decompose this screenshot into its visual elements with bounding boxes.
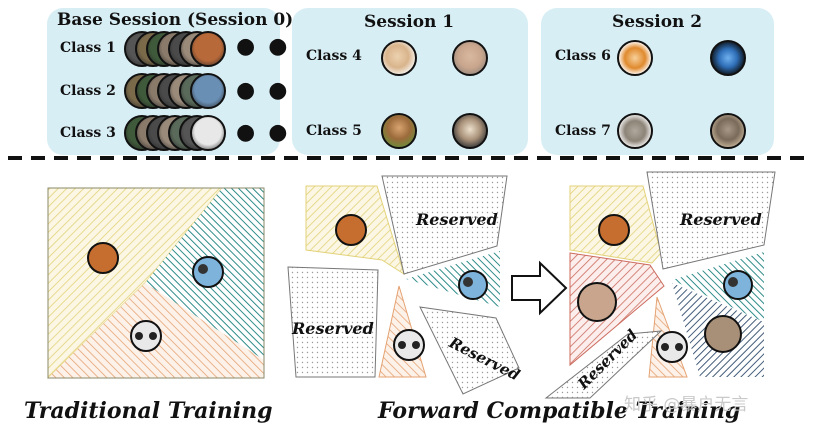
class-2-label: Class 2 [60,83,116,99]
arrow-icon [511,260,568,316]
bird-class-image [458,270,488,300]
class-3-image-stack [124,115,234,151]
class-7-elephant-image-a [617,113,653,149]
traditional-training-caption: Traditional Training [24,398,273,424]
panda-eye [412,341,420,349]
class-2-sample-image [190,73,226,109]
base-session-title: Base Session (Session 0) [57,10,294,30]
class-2-image-stack [124,73,234,109]
watermark: 知乎 @暴户无言 [624,395,749,415]
panda-eye [149,332,157,340]
panda-eye [675,343,683,351]
dog-class-image [704,315,742,353]
class-4-cat-image-b [452,40,488,76]
panda-class-image [656,331,688,363]
tiger-class-image [598,214,630,246]
bird-class-image [192,256,224,288]
panda-class-image [393,329,425,361]
class-4-label: Class 4 [306,48,362,64]
class-1-sample-image [190,31,226,67]
class-6-butterfly-image-a [617,40,653,76]
bird-body [198,264,208,274]
bird-body [728,277,738,287]
class-6-label: Class 6 [555,48,611,64]
tiger-class-image [87,242,119,274]
class-1-image-stack [124,31,234,67]
panda-eye [135,332,143,340]
class-5-dog-image-b [452,113,488,149]
class-3-sample-image [190,115,226,151]
session-2-title: Session 2 [612,12,703,32]
more-dots-row-3: ● ● [236,120,291,145]
traditional-feature-space [47,187,265,380]
panda-eye [661,343,669,351]
more-dots-row-2: ● ● [236,78,291,103]
class-6-butterfly-image-b [710,40,746,76]
class-1-label: Class 1 [60,40,116,56]
reserved-label-4: Reserved [679,210,762,229]
bird-body [463,277,473,287]
class-7-elephant-image-b [710,113,746,149]
class-7-label: Class 7 [555,123,611,139]
session-1-title: Session 1 [364,12,455,32]
class-5-dog-image-a [381,113,417,149]
panda-eye [398,341,406,349]
class-5-label: Class 5 [306,123,362,139]
tiger-class-image [335,214,367,246]
cat-class-image [577,282,617,322]
more-dots-row-1: ● ● [236,34,291,59]
panda-class-image [130,320,162,352]
class-4-cat-image-a [381,40,417,76]
forward-initial-feature-space [287,175,520,395]
reserved-label-2: Reserved [291,319,374,338]
forward-compatible-training-caption: Forward Compatible Training [378,398,741,424]
bird-class-image [723,270,753,300]
reserved-label-1: Reserved [415,210,498,229]
class-3-label: Class 3 [60,125,116,141]
